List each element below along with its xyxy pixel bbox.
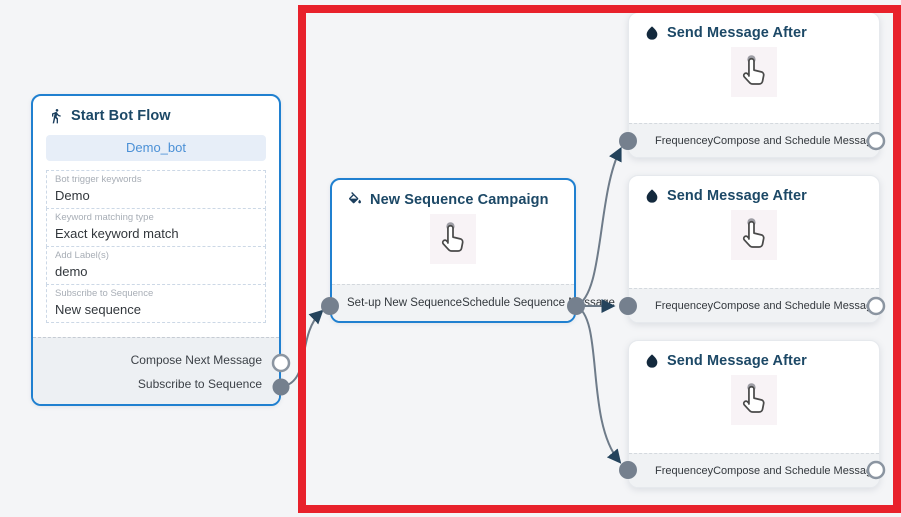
node-start-bot-flow[interactable]: Start Bot Flow Demo_bot Bot trigger keyw… [31,94,281,406]
hand-cursor-icon [742,218,765,248]
node-header: Send Message After [629,176,879,208]
field-value: Demo [55,188,90,203]
field-bot-trigger-keywords[interactable]: Bot trigger keywords Demo [46,170,266,209]
port-label-compose-and-schedule: Compose and Schedule Message [713,134,879,147]
node-footer: Frequencey Compose and Schedule Message [629,288,879,322]
node-header: Send Message After [629,341,879,373]
configure-node-button[interactable] [731,210,777,260]
node-header: New Sequence Campaign [332,180,574,212]
wire-schedule-to-send-1 [575,146,622,307]
water-drop-icon [646,354,658,368]
port-frequency-in-2[interactable] [619,297,637,315]
water-drop-icon [646,189,658,203]
node-new-sequence-campaign[interactable]: New Sequence Campaign Set-up New Sequenc… [330,178,615,323]
port-label-frequency: Frequencey [655,134,714,147]
field-label: Subscribe to Sequence [55,288,154,299]
port-label-schedule-sequence-message: Schedule Sequence Message [462,297,615,309]
node-send-message-after-1[interactable]: Send Message After Frequencey Compose an… [628,12,880,158]
port-compose-next-message[interactable] [271,353,291,373]
port-subscribe-to-sequence[interactable] [272,378,290,396]
field-add-labels[interactable]: Add Label(s) demo [46,246,266,285]
field-label: Bot trigger keywords [55,174,142,185]
port-setup-new-sequence-in[interactable] [321,297,339,315]
field-subscribe-to-sequence[interactable]: Subscribe to Sequence New sequence [46,284,266,323]
field-keyword-matching-type[interactable]: Keyword matching type Exact keyword matc… [46,208,266,247]
hand-cursor-icon [441,222,464,252]
field-value: Exact keyword match [55,226,179,241]
port-label-frequency: Frequencey [655,299,714,312]
port-compose-schedule-out-3[interactable] [866,460,886,480]
wire-subscribe-to-new-sequence-campaign [280,309,324,388]
node-header: Send Message After [629,13,879,45]
port-schedule-sequence-message-out[interactable] [567,297,585,315]
node-title: Send Message After [667,25,807,41]
field-value: demo [55,264,88,279]
walking-person-icon [52,109,61,124]
bot-name-button[interactable]: Demo_bot [46,135,266,161]
field-label: Add Label(s) [55,250,109,261]
port-label-setup-new-sequence: Set-up New Sequence [347,297,463,309]
node-header: Start Bot Flow [33,96,279,128]
port-label-compose-and-schedule: Compose and Schedule Message [713,299,879,312]
node-title: Send Message After [667,188,807,204]
output-subscribe-to-sequence: Subscribe to Sequence [137,377,262,391]
field-list: Bot trigger keywords Demo Keyword matchi… [46,170,266,323]
node-footer: Set-up New Sequence Schedule Sequence Me… [332,284,615,321]
node-footer: Compose Next Message Subscribe to Sequen… [33,337,279,404]
port-label-frequency: Frequencey [655,464,714,477]
port-compose-schedule-out-2[interactable] [866,296,886,316]
configure-node-button[interactable] [731,375,777,425]
water-drop-icon [646,26,658,40]
output-compose-next-message: Compose Next Message [130,353,262,367]
node-title: Start Bot Flow [71,108,171,124]
field-label: Keyword matching type [55,212,154,223]
field-value: New sequence [55,302,141,317]
hand-cursor-icon [742,383,765,413]
node-send-message-after-2[interactable]: Send Message After Frequencey Compose an… [628,175,880,323]
wire-schedule-to-send-3 [575,305,622,464]
port-frequency-in-1[interactable] [619,132,637,150]
port-compose-schedule-out-1[interactable] [866,131,886,151]
node-title: Send Message After [667,353,807,369]
node-title: New Sequence Campaign [370,192,549,208]
port-frequency-in-3[interactable] [619,461,637,479]
configure-node-button[interactable] [430,214,476,264]
port-label-compose-and-schedule: Compose and Schedule Message [713,464,879,477]
paint-bucket-icon [348,192,361,204]
node-footer: Frequencey Compose and Schedule Message [629,453,879,487]
configure-node-button[interactable] [731,47,777,97]
hand-cursor-icon [742,55,765,85]
node-footer: Frequencey Compose and Schedule Message [629,123,879,157]
node-send-message-after-3[interactable]: Send Message After Frequencey Compose an… [628,340,880,488]
